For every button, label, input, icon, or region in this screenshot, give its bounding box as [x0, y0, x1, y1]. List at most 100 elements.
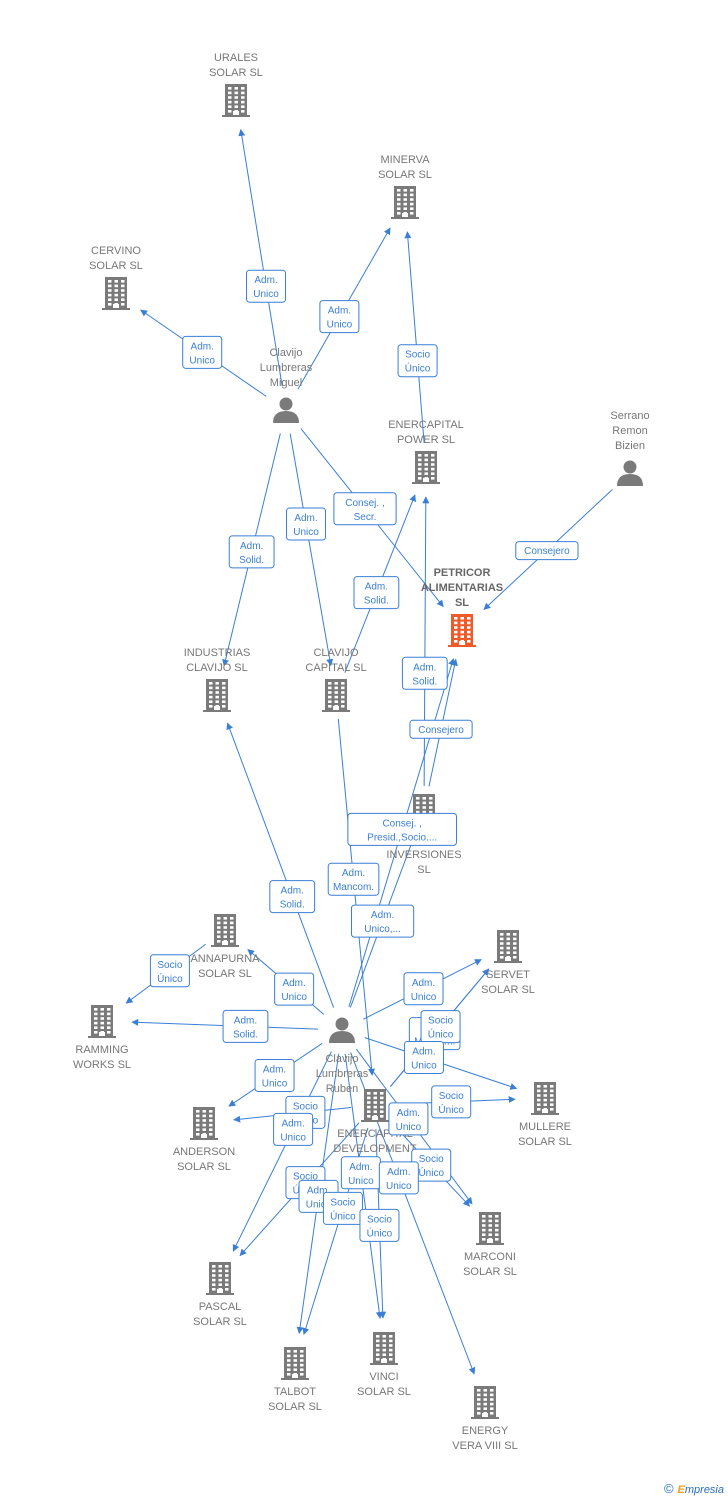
node-label: SOLAR SL	[268, 1401, 322, 1413]
node-label: DEVELOPMENT	[333, 1143, 416, 1155]
edge-inversiones-to-enercapital-power	[422, 496, 430, 787]
edge-label[interactable]: Adm.Solid.	[222, 1009, 269, 1043]
node-label: SOLAR SL	[378, 169, 432, 181]
edge-label[interactable]: Adm.Mancom.	[327, 862, 380, 896]
edge-label-text: Adm.	[397, 1108, 420, 1119]
edge-label[interactable]: Adm.Unico	[286, 507, 327, 541]
edge-label-text: Unico	[253, 289, 279, 300]
edge-label[interactable]: Adm.Solid.	[401, 656, 448, 690]
edge-label[interactable]: Adm.Unico	[319, 300, 360, 334]
node-label: INDUSTRIAS	[184, 647, 251, 659]
building-icon	[391, 186, 419, 219]
edge-label[interactable]: Adm.Unico,...	[350, 904, 415, 938]
node-label: WORKS SL	[73, 1059, 131, 1071]
node-label: INVERSIONES	[386, 849, 461, 861]
empresia-logo: Empresia	[677, 1484, 724, 1496]
edge-label-text: Unico	[396, 1122, 422, 1133]
node-label: SOLAR SL	[89, 260, 143, 272]
node-label: TALBOT	[274, 1386, 316, 1398]
node-label: SOLAR SL	[177, 1161, 231, 1173]
edge-enercapital-power-to-minerva	[404, 231, 425, 444]
edge-label[interactable]: Consejero	[409, 719, 473, 739]
person-icon	[329, 1017, 355, 1043]
edge-label-text: Unico	[327, 320, 353, 331]
building-icon	[531, 1082, 559, 1115]
edge-label-text: Adm.	[371, 910, 394, 921]
building-icon	[370, 1332, 398, 1365]
edge-label-text: Socio	[419, 1154, 444, 1165]
node-label: CLAVIJO SL	[186, 662, 248, 674]
node-label: SOLAR SL	[357, 1386, 411, 1398]
edge-label[interactable]: Adm.Solid.	[269, 880, 316, 914]
edge-label[interactable]: Adm.Solid.	[353, 576, 400, 610]
edge-label[interactable]: Adm.Unico	[403, 1040, 444, 1074]
edge-label[interactable]: Adm.Unico	[378, 1161, 419, 1195]
edge-label-text: Unico	[306, 1199, 332, 1210]
edge-label[interactable]: Adm.Unico	[274, 972, 315, 1006]
edge-label[interactable]: Adm.Unico	[273, 1112, 314, 1146]
edge-label-text: Consej. ,	[345, 498, 384, 509]
edge-label[interactable]: Adm.Solid.	[228, 535, 275, 569]
node-talbot[interactable]: TALBOT SOLAR SL	[268, 1347, 322, 1413]
edge-label[interactable]: Adm.Unico	[182, 335, 223, 369]
edge-label-text: Solid.	[412, 676, 437, 687]
edge-label-text: Único	[330, 1209, 356, 1222]
edge-label-text: Adm.	[387, 1167, 410, 1178]
building-icon	[203, 679, 231, 712]
building-icon	[476, 1212, 504, 1245]
edge-label-text: Socio	[405, 350, 430, 361]
node-industrias[interactable]: INDUSTRIAS CLAVIJO SL	[184, 647, 251, 712]
edge-label-text: Único	[438, 1103, 464, 1116]
edge-label[interactable]: Consejero	[515, 541, 579, 561]
edge-label-text: Unico	[262, 1078, 288, 1089]
edge-clavijo-capital-to-enercapital-dev	[337, 718, 376, 1076]
edge-label-text: Unico	[293, 527, 319, 538]
copyright-badge[interactable]: ©Empresia	[664, 1481, 724, 1496]
node-label: MULLERE	[519, 1121, 571, 1133]
copyright-icon: ©	[663, 1481, 674, 1496]
edge-label[interactable]: Adm.Unico	[340, 1156, 381, 1190]
edge-label[interactable]: Adm.Unico	[246, 269, 287, 303]
node-label: MARCONI	[464, 1251, 516, 1263]
edge-label-text: Adm.	[234, 1015, 257, 1026]
node-label: VERA VIII SL	[452, 1440, 517, 1452]
node-vinci[interactable]: VINCI SOLAR SL	[357, 1332, 411, 1398]
edge-label[interactable]: Consej. ,Presid.,Socio....	[347, 812, 457, 846]
edge-label[interactable]: Adm. Unico	[254, 1058, 295, 1092]
node-label: POWER SL	[397, 434, 455, 446]
edge-label[interactable]: Consej. ,Secr.	[333, 492, 397, 526]
edge-labels-layer: Adm.UnicoAdm.UnicoAdm.UnicoSocioÚnicoCon…	[149, 269, 579, 1242]
node-label: Clavijo	[269, 347, 302, 359]
node-label: VINCI	[369, 1371, 398, 1383]
edge-label[interactable]: Adm. Unico	[388, 1102, 429, 1136]
edge-label-text: Solid.	[280, 900, 305, 911]
node-label: Remon	[612, 425, 647, 437]
edge-label[interactable]: Adm.Unico	[403, 972, 444, 1006]
edge-label-text: Adm.	[263, 1064, 286, 1075]
node-label: SOLAR SL	[193, 1316, 247, 1328]
